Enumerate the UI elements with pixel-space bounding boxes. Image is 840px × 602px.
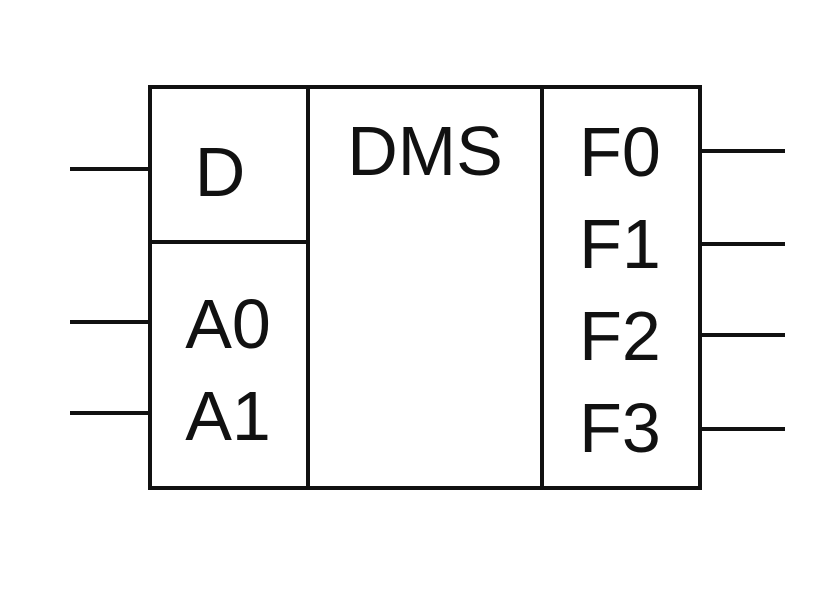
data-input-label: D bbox=[195, 133, 246, 211]
output-label-f3: F3 bbox=[579, 389, 661, 467]
block-title: DMS bbox=[347, 112, 503, 190]
output-label-f0: F0 bbox=[579, 113, 661, 191]
address-input-label-a1: A1 bbox=[185, 377, 271, 455]
output-label-f1: F1 bbox=[579, 205, 661, 283]
output-label-f2: F2 bbox=[579, 297, 661, 375]
block-outline bbox=[148, 85, 702, 490]
address-input-label-a0: A0 bbox=[185, 285, 271, 363]
